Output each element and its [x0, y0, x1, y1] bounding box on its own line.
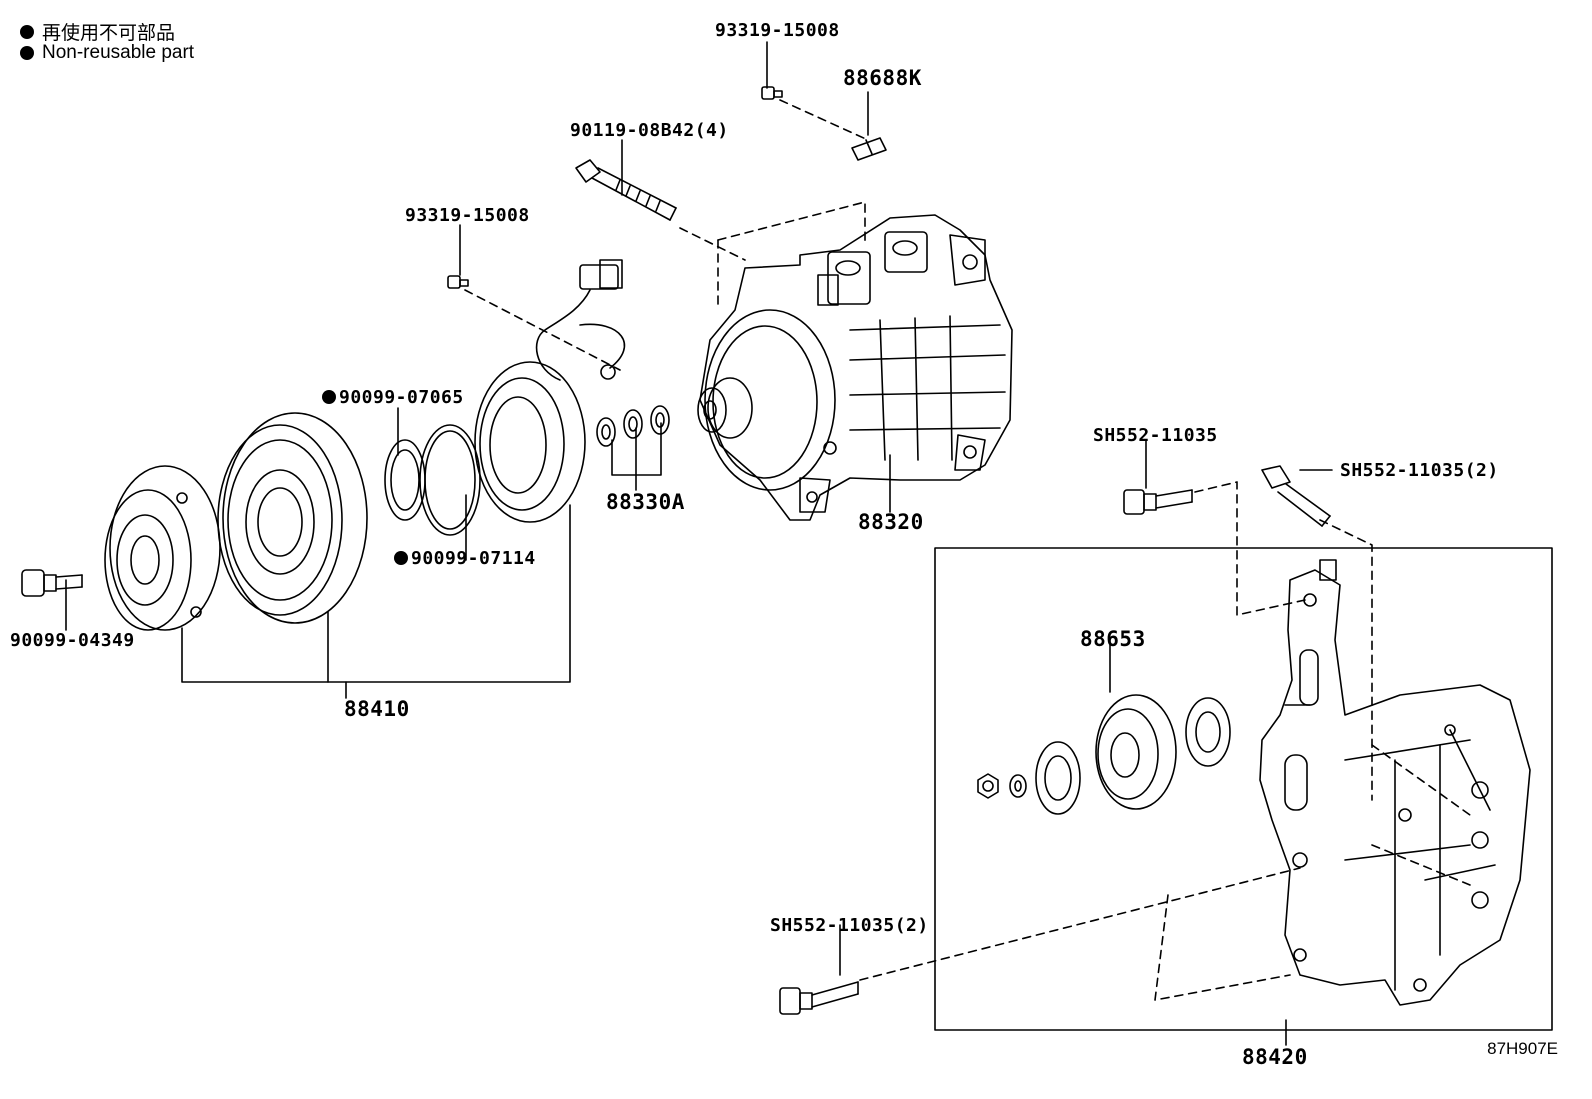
bolt-icon-sh552-c [779, 981, 859, 1015]
part-label-88420[interactable]: 88420 [1242, 1045, 1308, 1069]
part-label-sh552-b[interactable]: SH552-11035(2) [1340, 460, 1499, 481]
bracket-assembly-frame [934, 547, 1553, 1031]
clip-icon-88688K [851, 137, 887, 161]
part-label-sh552-a[interactable]: SH552-11035 [1093, 425, 1218, 446]
harness-connector-icon [535, 259, 626, 381]
legend-en-text: Non-reusable part [42, 42, 195, 63]
part-number-text: 90099-07065 [339, 387, 464, 408]
part-label-90099-07114[interactable]: 90099-07114 [394, 548, 536, 569]
bolt-icon-93319-mid [447, 275, 469, 289]
non-reusable-dot-icon [20, 24, 34, 39]
snap-ring-icon [419, 424, 481, 536]
field-coil-icon [474, 361, 586, 523]
part-number-text: 90099-07114 [411, 548, 536, 569]
bolt-icon-sh552-a [1123, 489, 1193, 515]
part-label-90099-07065[interactable]: 90099-07065 [322, 387, 464, 408]
part-label-88330a[interactable]: 88330A [606, 490, 685, 514]
part-label-90119[interactable]: 90119-08B42(4) [570, 120, 729, 141]
part-label-88320[interactable]: 88320 [858, 510, 924, 534]
non-reusable-dot-icon [20, 46, 34, 60]
part-label-90099-04349[interactable]: 90099-04349 [10, 630, 135, 651]
non-reusable-dot-icon [394, 551, 408, 565]
leader-lines [65, 41, 1333, 1046]
bolt-icon-93319-top [761, 86, 783, 100]
part-label-93319-mid[interactable]: 93319-15008 [405, 205, 530, 226]
shim-washers-icon [596, 405, 670, 447]
legend-en: Non-reusable part [20, 42, 194, 64]
idler-pulley-icon [977, 694, 1231, 815]
bolt-icon-sh552-b [1261, 465, 1331, 527]
diagram-code: 87H907E [1487, 1039, 1558, 1058]
assembly-lines [464, 99, 1471, 1001]
shim-ring-icon [384, 439, 426, 521]
legend-jp: 再使用不可部品 [20, 18, 175, 45]
hub-bolt-icon [21, 569, 83, 597]
compressor-icon [697, 214, 1013, 521]
part-label-sh552-c[interactable]: SH552-11035(2) [770, 915, 929, 936]
legend-jp-text: 再使用不可部品 [42, 23, 176, 44]
bolt-icon-90119 [575, 159, 677, 221]
part-label-88410[interactable]: 88410 [344, 697, 410, 721]
part-label-88688k[interactable]: 88688K [843, 66, 922, 90]
pulley-icon [217, 412, 368, 624]
part-label-88653[interactable]: 88653 [1080, 627, 1146, 651]
mounting-bracket-icon [1259, 559, 1531, 1006]
non-reusable-dot-icon [322, 390, 336, 404]
pressure-plate-icon [104, 465, 221, 631]
part-label-93319-top[interactable]: 93319-15008 [715, 20, 840, 41]
